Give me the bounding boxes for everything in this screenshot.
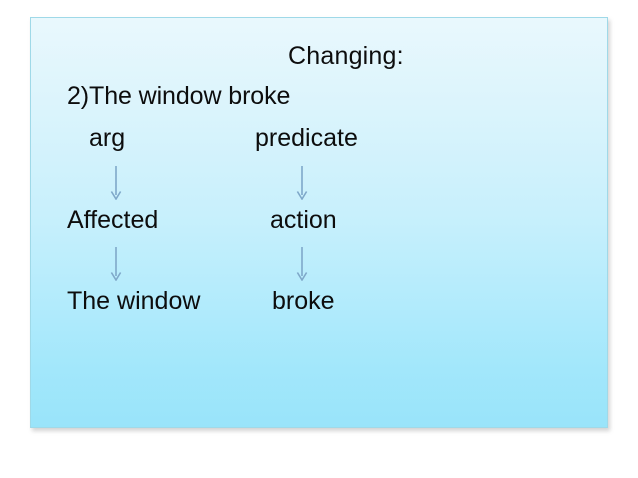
slide-title: Changing: xyxy=(288,42,404,70)
label-the-window: The window xyxy=(67,287,201,315)
down-arrow-icon-affected-to-noun-phrase xyxy=(108,247,124,281)
down-arrow-icon-arg-to-affected xyxy=(108,166,124,200)
label-broke: broke xyxy=(272,287,335,315)
slide-panel: Changing: 2)The window broke arg predica… xyxy=(30,17,608,428)
label-action: action xyxy=(270,206,337,234)
down-arrow-icon-action-to-verb xyxy=(294,247,310,281)
label-predicate: predicate xyxy=(255,124,358,152)
label-arg: arg xyxy=(89,124,126,152)
down-arrow-icon-predicate-to-action xyxy=(294,166,310,200)
label-affected: Affected xyxy=(67,206,159,234)
example-sentence-line: 2)The window broke xyxy=(67,82,291,110)
